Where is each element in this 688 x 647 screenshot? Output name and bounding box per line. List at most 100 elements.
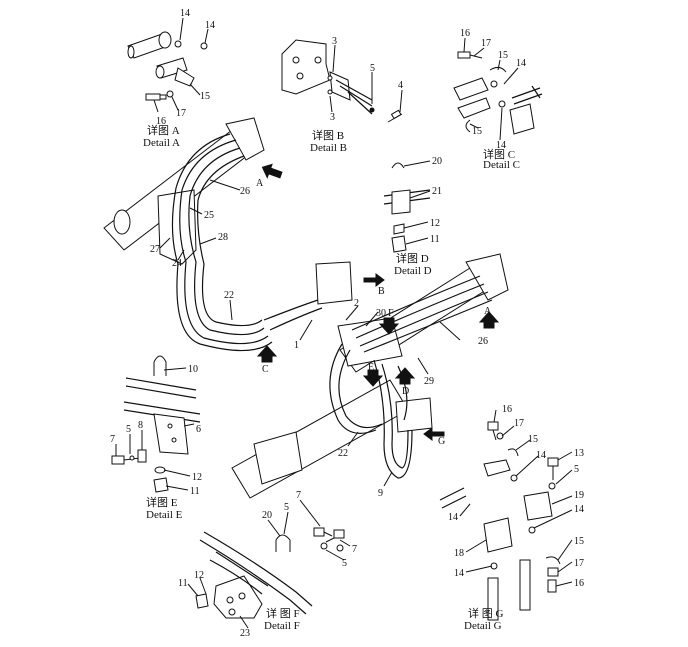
svg-text:A: A xyxy=(484,306,492,317)
detail-f-ubolt xyxy=(275,534,291,552)
detail-c-caption-cn: 详图 C xyxy=(483,147,515,161)
bracket-upper-left xyxy=(157,189,197,265)
callout-b5: 5 xyxy=(370,63,375,74)
callout-e7: 7 xyxy=(110,434,115,445)
callout-g19: 19 xyxy=(574,490,584,501)
callout-g15b: 15 xyxy=(574,536,584,547)
svg-text:F: F xyxy=(388,308,394,319)
callout-c14b: 14 xyxy=(496,140,506,151)
callout-m25: 25 xyxy=(204,210,214,221)
detail-g-caption-en: Detail G xyxy=(464,620,502,632)
callout-m26a: 26 xyxy=(240,186,250,197)
callout-b4: 4 xyxy=(398,80,403,91)
callout-m2: 2 xyxy=(354,298,359,309)
callout-d11: 11 xyxy=(430,234,440,245)
callout-e6: 6 xyxy=(196,424,201,435)
detail-b-bolt xyxy=(387,109,403,123)
detail-a-bolt xyxy=(145,90,174,101)
callout-f11: 11 xyxy=(178,578,188,589)
callout-g15: 15 xyxy=(528,434,538,445)
detail-c-block xyxy=(509,103,535,135)
detail-f-caption-en: Detail F xyxy=(264,620,300,632)
callout-e10: 10 xyxy=(188,364,198,375)
callout-b3a: 3 xyxy=(332,36,337,47)
callout-m24: 24 xyxy=(172,258,182,269)
detail-g-block-right xyxy=(523,491,553,521)
view-arrow-g: G xyxy=(423,427,445,447)
detail-c-caption-en: Detail C xyxy=(483,159,520,171)
detail-c-hose-upper xyxy=(453,77,489,101)
callout-e5: 5 xyxy=(126,424,131,435)
callout-g14d: 14 xyxy=(454,568,464,579)
callout-f5b: 5 xyxy=(342,558,347,569)
detail-f-caption-cn: 详 图 F xyxy=(266,606,300,620)
detail-d-nut xyxy=(391,235,407,253)
detail-e-bolt xyxy=(111,449,147,465)
callout-a14a: 14 xyxy=(180,8,190,19)
detail-g-block-left xyxy=(483,517,513,553)
detail-d-clamp xyxy=(391,189,411,215)
detail-g-group: 16 17 15 14 13 5 19 14 14 18 14 15 17 16… xyxy=(439,404,584,632)
view-arrow-b: B xyxy=(363,273,385,297)
detail-a-oring-2 xyxy=(200,42,208,50)
detail-e-caption-en: Detail E xyxy=(146,509,183,521)
callout-m30: 30 xyxy=(376,308,386,319)
callout-c16: 16 xyxy=(460,28,470,39)
callout-g13: 13 xyxy=(574,448,584,459)
callout-c17: 17 xyxy=(481,38,491,49)
detail-g-hose-fitting xyxy=(483,459,511,477)
view-arrow-e: E xyxy=(362,362,384,387)
detail-f-group: 7 5 20 7 5 11 12 23 详 图 F Detail F xyxy=(178,490,357,639)
view-arrow-d: D xyxy=(394,367,416,397)
svg-text:G: G xyxy=(438,436,445,447)
callout-g18: 18 xyxy=(454,548,464,559)
callout-a14b: 14 xyxy=(205,20,215,31)
detail-a-caption-cn: 详图 A xyxy=(147,123,180,137)
detail-c-group: 16 17 15 14 15 14 详图 C Detail C xyxy=(453,28,543,171)
callout-m28: 28 xyxy=(218,232,228,243)
callout-d20: 20 xyxy=(432,156,442,167)
callout-g16b: 16 xyxy=(574,578,584,589)
callout-a16: 16 xyxy=(156,116,166,127)
detail-f-bolt-2 xyxy=(325,529,345,543)
svg-text:C: C xyxy=(262,364,269,375)
detail-d-group: 20 21 12 11 详图 D Detail D xyxy=(383,156,442,277)
svg-text:B: B xyxy=(378,286,385,297)
callout-f23: 23 xyxy=(240,628,250,639)
detail-a-oring xyxy=(174,40,182,48)
callout-m22a: 22 xyxy=(224,290,234,301)
detail-b-caption-cn: 详图 B xyxy=(312,128,344,142)
detail-b-group: 3 5 4 3 详图 B Detail B xyxy=(281,36,403,154)
svg-text:E: E xyxy=(368,362,374,373)
detail-d-ubolt xyxy=(391,162,405,169)
detail-f-bracket xyxy=(213,575,263,619)
callout-m26b: 26 xyxy=(478,336,488,347)
view-arrow-f: F xyxy=(378,308,400,335)
callout-a17: 17 xyxy=(176,108,186,119)
callout-g17b: 17 xyxy=(574,558,584,569)
detail-g-bolt-upper xyxy=(487,421,504,441)
detail-e-group: 10 7 5 8 6 12 11 详图 E Detail E xyxy=(110,355,202,521)
callout-e8: 8 xyxy=(138,420,143,431)
callout-m1: 1 xyxy=(294,340,299,351)
svg-text:D: D xyxy=(402,386,409,397)
detail-f-bolt-1 xyxy=(313,527,333,537)
detail-g-pipe-right xyxy=(519,559,531,611)
view-arrow-a-right: A xyxy=(478,306,500,329)
callout-c15b: 15 xyxy=(472,126,482,137)
detail-d-caption-cn: 详图 D xyxy=(396,251,429,265)
callout-f5a: 5 xyxy=(284,502,289,513)
callout-m22b: 22 xyxy=(338,448,348,459)
callout-m27: 27 xyxy=(150,244,160,255)
detail-g-caption-cn: 详 图 G xyxy=(468,606,503,620)
callout-g14a: 14 xyxy=(536,450,546,461)
bracket-center xyxy=(315,261,353,305)
callout-e12: 12 xyxy=(192,472,202,483)
detail-a-caption-en: Detail A xyxy=(143,137,180,149)
view-arrow-c: C xyxy=(256,345,278,375)
view-arrow-a-upper: A xyxy=(256,163,283,189)
detail-e-bracket xyxy=(153,413,189,455)
callout-c14a: 14 xyxy=(516,58,526,69)
callout-f20: 20 xyxy=(262,510,272,521)
